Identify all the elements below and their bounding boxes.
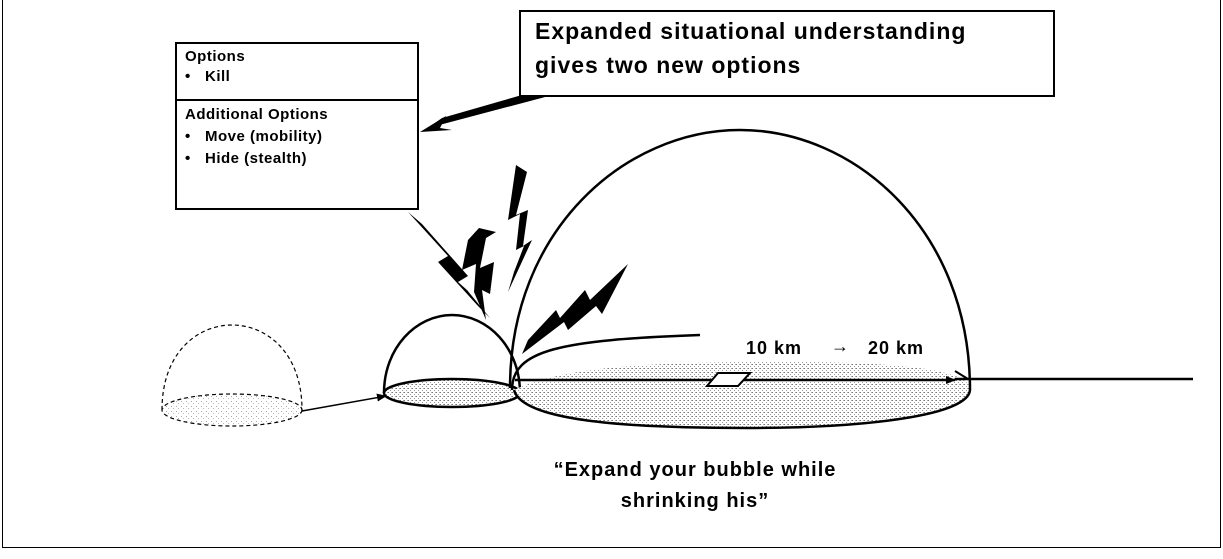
options-heading: Options [185,48,246,65]
quote-line-1: “Expand your bubble while [553,459,837,481]
additional-options-heading: Additional Options [185,106,329,123]
range-arrow-label: → [831,336,850,356]
options-item-label: Kill [205,68,231,85]
additional-option-label: Hide (stealth) [205,150,308,167]
large-bubble [508,128,972,430]
range-tick [954,370,969,380]
options-box: Options • Kill Additional Options • Move (… [175,42,419,210]
lightning-bolt-3 [508,165,532,292]
options-section: Options • Kill [177,44,417,101]
bullet: • [185,128,191,145]
additional-option-label: Move (mobility) [205,128,323,145]
bullet: • [185,150,191,167]
additional-option-hide: • Hide (stealth) [185,150,307,167]
past-bubble-dashed [161,324,303,427]
range-to-label: 20 km [868,338,925,358]
options-item-kill: • Kill [185,68,230,85]
callout-line-1: Expanded situational understanding [535,18,967,44]
slide-frame [2,0,1221,548]
lightning-bolt-1 [408,212,490,318]
callout-pointer-head [420,116,452,132]
sensor-marker [704,372,753,387]
callout-box: Expanded situational understanding gives… [519,10,1055,97]
small-bubble [382,313,522,409]
quote-caption: “Expand your bubble while shrinking his” [520,455,870,517]
lightning-bolt-2 [462,228,496,320]
lightning-bolts [408,165,628,354]
bullet: • [185,68,191,85]
movement-arrow [301,393,387,412]
callout-line-2: gives two new options [535,52,802,78]
additional-option-move: • Move (mobility) [185,128,323,145]
lightning-bolt-4 [522,264,628,354]
quote-line-2: shrinking his” [620,490,770,512]
range-from-label: 10 km [746,338,803,358]
